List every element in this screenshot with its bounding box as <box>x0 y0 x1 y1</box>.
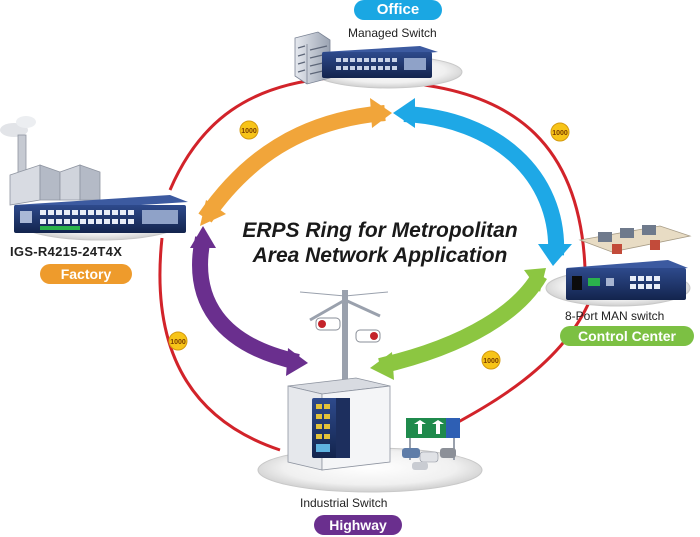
arrow-green <box>378 270 547 374</box>
highway-node <box>257 290 483 493</box>
highway-badge: Highway <box>314 515 402 535</box>
factory-node <box>0 116 188 241</box>
speed-tags: 1000 1000 1000 1000 <box>168 120 570 370</box>
control-center-badge: Control Center <box>560 326 694 346</box>
factory-device-label: IGS-R4215-24T4X <box>10 244 123 259</box>
speed-tag-label: 1000 <box>552 130 568 137</box>
arrow-blue-head-b <box>538 244 572 266</box>
speed-tag-highway-factory: 1000 <box>168 331 188 351</box>
arrow-purple-head-b <box>286 348 308 376</box>
speed-tag-control-highway: 1000 <box>481 350 501 370</box>
speed-tag-label: 1000 <box>241 128 257 135</box>
arrow-blue-head-a <box>393 98 415 128</box>
camera-pole-icon <box>299 290 389 410</box>
speed-tag-label: 1000 <box>483 358 499 365</box>
arrow-orange-head-a <box>370 98 392 128</box>
factory-badge: Factory <box>40 264 132 284</box>
office-desk-icon <box>578 225 692 254</box>
diagram-title-line1: ERPS Ring for Metropolitan <box>242 219 518 242</box>
arrow-green-head-a <box>370 352 394 380</box>
ring-link-highway-factory <box>158 237 281 452</box>
car-icon <box>402 448 456 470</box>
ring-link-factory-office <box>168 76 331 191</box>
arrow-purple-head-a <box>190 226 216 248</box>
highway-device-label: Industrial Switch <box>300 496 388 510</box>
arrow-blue <box>403 106 565 256</box>
industrial-switch-icon <box>312 398 350 458</box>
office-device-label: Managed Switch <box>348 26 437 40</box>
office-badge: Office <box>354 0 442 20</box>
control-center-device-label: 8-Port MAN switch <box>565 309 665 323</box>
speed-tag-office-control: 1000 <box>550 122 570 142</box>
factory-switch-icon <box>14 195 188 233</box>
diagram-title-line2: Area Network Application <box>252 244 508 267</box>
control-switch-icon <box>566 260 688 300</box>
speed-tag-factory-office: 1000 <box>239 120 259 140</box>
ring-link-office-control <box>394 80 587 269</box>
speed-tag-label: 1000 <box>170 339 186 346</box>
traffic-arrows <box>190 98 572 380</box>
arrow-purple <box>192 236 300 370</box>
factory-icon <box>0 116 101 206</box>
control-center-node <box>545 225 692 307</box>
office-switch-icon <box>322 46 438 78</box>
arrow-green-head-b <box>524 268 546 292</box>
arrow-orange-head-b <box>200 200 226 226</box>
arrow-orange <box>198 105 386 223</box>
office-node <box>294 31 463 89</box>
